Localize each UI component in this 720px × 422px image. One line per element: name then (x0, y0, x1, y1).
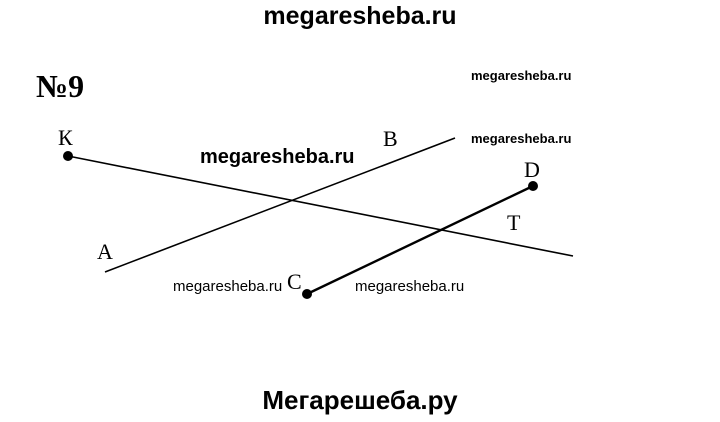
point-d (528, 181, 538, 191)
label-a: A (97, 239, 113, 264)
label-d: D (524, 157, 540, 182)
point-c (302, 289, 312, 299)
label-b: B (383, 126, 398, 151)
point-k (63, 151, 73, 161)
label-t: T (507, 210, 521, 235)
segment-cd (306, 184, 534, 296)
watermark-lower-left: megaresheba.ru (173, 278, 283, 295)
site-header: megaresheba.ru (263, 2, 457, 30)
watermark-small-top: megaresheba.ru (471, 68, 572, 83)
label-k: К (58, 125, 73, 150)
line-ab (104, 137, 456, 273)
problem-number: №9 (36, 68, 85, 104)
label-c: C (287, 269, 302, 294)
watermark-small-second: megaresheba.ru (471, 131, 572, 146)
line-kt (67, 155, 574, 257)
watermark-lower-right: megaresheba.ru (355, 278, 465, 295)
watermark-middle: megaresheba.ru (200, 146, 355, 168)
site-footer: Мегарешеба.ру (262, 385, 458, 415)
